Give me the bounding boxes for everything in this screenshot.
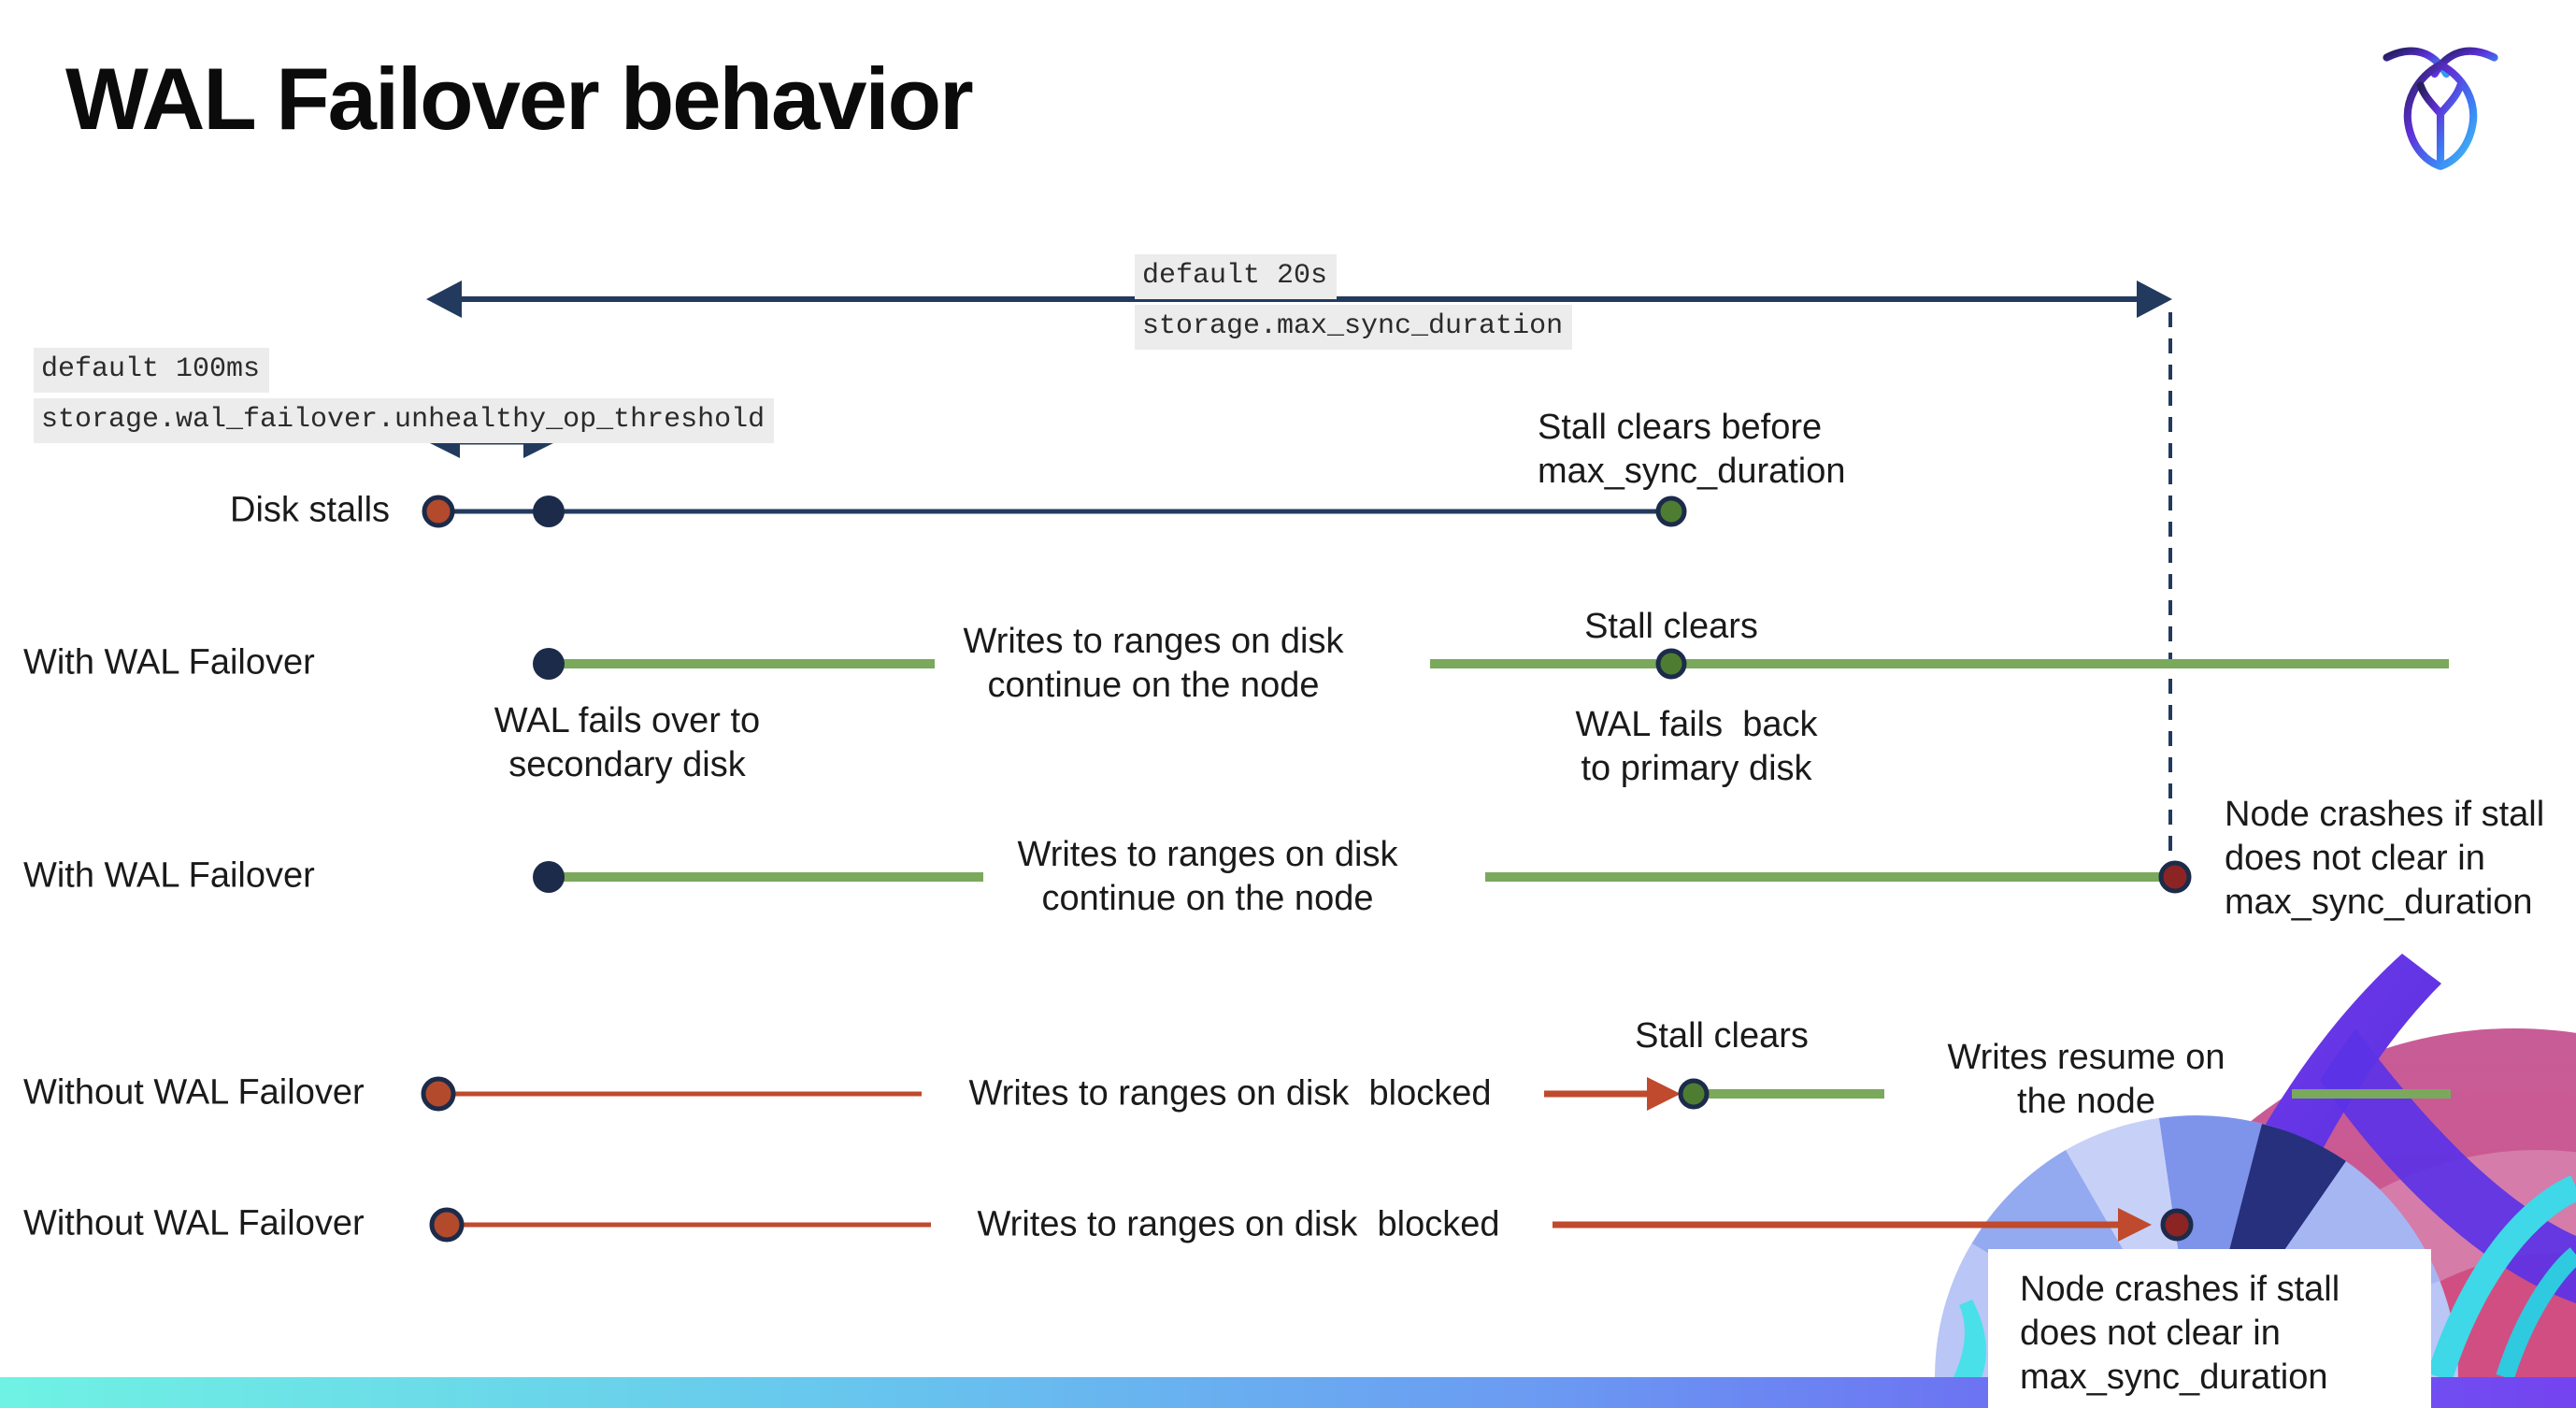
wal-fails-back-note: WAL fails back to primary disk xyxy=(1575,705,1818,788)
row-without-wal-failover-2 xyxy=(429,1207,2194,1243)
stall-start-dot-3 xyxy=(429,1207,465,1243)
failover-dot-2 xyxy=(533,861,565,893)
max-sync-default: default 20s xyxy=(1135,254,1338,299)
stall-clears-dot-2 xyxy=(1678,1078,1710,1110)
max-sync-duration-arrow xyxy=(426,280,2172,318)
row-disk-stalls-line xyxy=(422,495,1687,528)
unhealthy-op-threshold-label: default 100ms storage.wal_failover.unhea… xyxy=(34,348,775,443)
stall-start-dot-2 xyxy=(421,1076,456,1112)
row-label-disk-stalls: Disk stalls xyxy=(230,490,391,530)
row-label-with-wal-failover-2: With WAL Failover xyxy=(23,855,315,896)
row-label-with-wal-failover-1: With WAL Failover xyxy=(23,642,315,682)
stall-clears-before-note: Stall clears before max_sync_duration xyxy=(1538,408,1846,491)
writes-resume-note: Writes resume on the node xyxy=(1947,1038,2225,1121)
writes-continue-note-1: Writes to ranges on disk continue on the… xyxy=(963,622,1344,705)
stall-start-dot xyxy=(422,495,455,528)
node-crashes-note-1: Node crashes if stall does not clear in … xyxy=(2225,795,2545,922)
art-cyan-arc xyxy=(2426,1175,2576,1377)
writes-blocked-note-2: Writes to ranges on disk blocked xyxy=(977,1204,1500,1244)
cockroachdb-logo-icon xyxy=(2383,47,2498,170)
row-with-wal-failover-1 xyxy=(533,648,2449,680)
writes-continue-note-2: Writes to ranges on disk continue on the… xyxy=(1017,835,1398,918)
page-title: WAL Failover behavior xyxy=(65,50,974,148)
stall-clears-dot xyxy=(1655,496,1687,527)
failback-dot xyxy=(1655,648,1687,680)
max-sync-setting: storage.max_sync_duration xyxy=(1135,305,1573,350)
row-label-without-wal-failover-2: Without WAL Failover xyxy=(23,1203,365,1243)
unhealthy-op-setting: storage.wal_failover.unhealthy_op_thresh… xyxy=(34,398,775,443)
row-with-wal-failover-2 xyxy=(533,860,2192,894)
node-crashes-note-2: Node crashes if stall does not clear in … xyxy=(2020,1270,2340,1397)
unhealthy-op-default: default 100ms xyxy=(34,348,270,393)
node-crash-dot-2 xyxy=(2160,1208,2194,1242)
stall-clears-note-2: Stall clears xyxy=(1635,1016,1809,1056)
node-crash-dot xyxy=(2158,860,2192,894)
writes-blocked-note-1: Writes to ranges on disk blocked xyxy=(968,1073,1492,1113)
row-without-wal-failover-1 xyxy=(421,1076,2451,1112)
wal-fails-over-note: WAL fails over to secondary disk xyxy=(494,701,761,784)
failover-dot xyxy=(533,648,565,680)
failover-threshold-dot xyxy=(533,496,565,527)
stall-clears-note-1: Stall clears xyxy=(1584,607,1758,646)
max-sync-duration-label: default 20s storage.max_sync_duration xyxy=(1135,254,1573,350)
node-crashes-box: Node crashes if stall does not clear in … xyxy=(1988,1249,2431,1408)
row-label-without-wal-failover-1: Without WAL Failover xyxy=(23,1072,365,1113)
